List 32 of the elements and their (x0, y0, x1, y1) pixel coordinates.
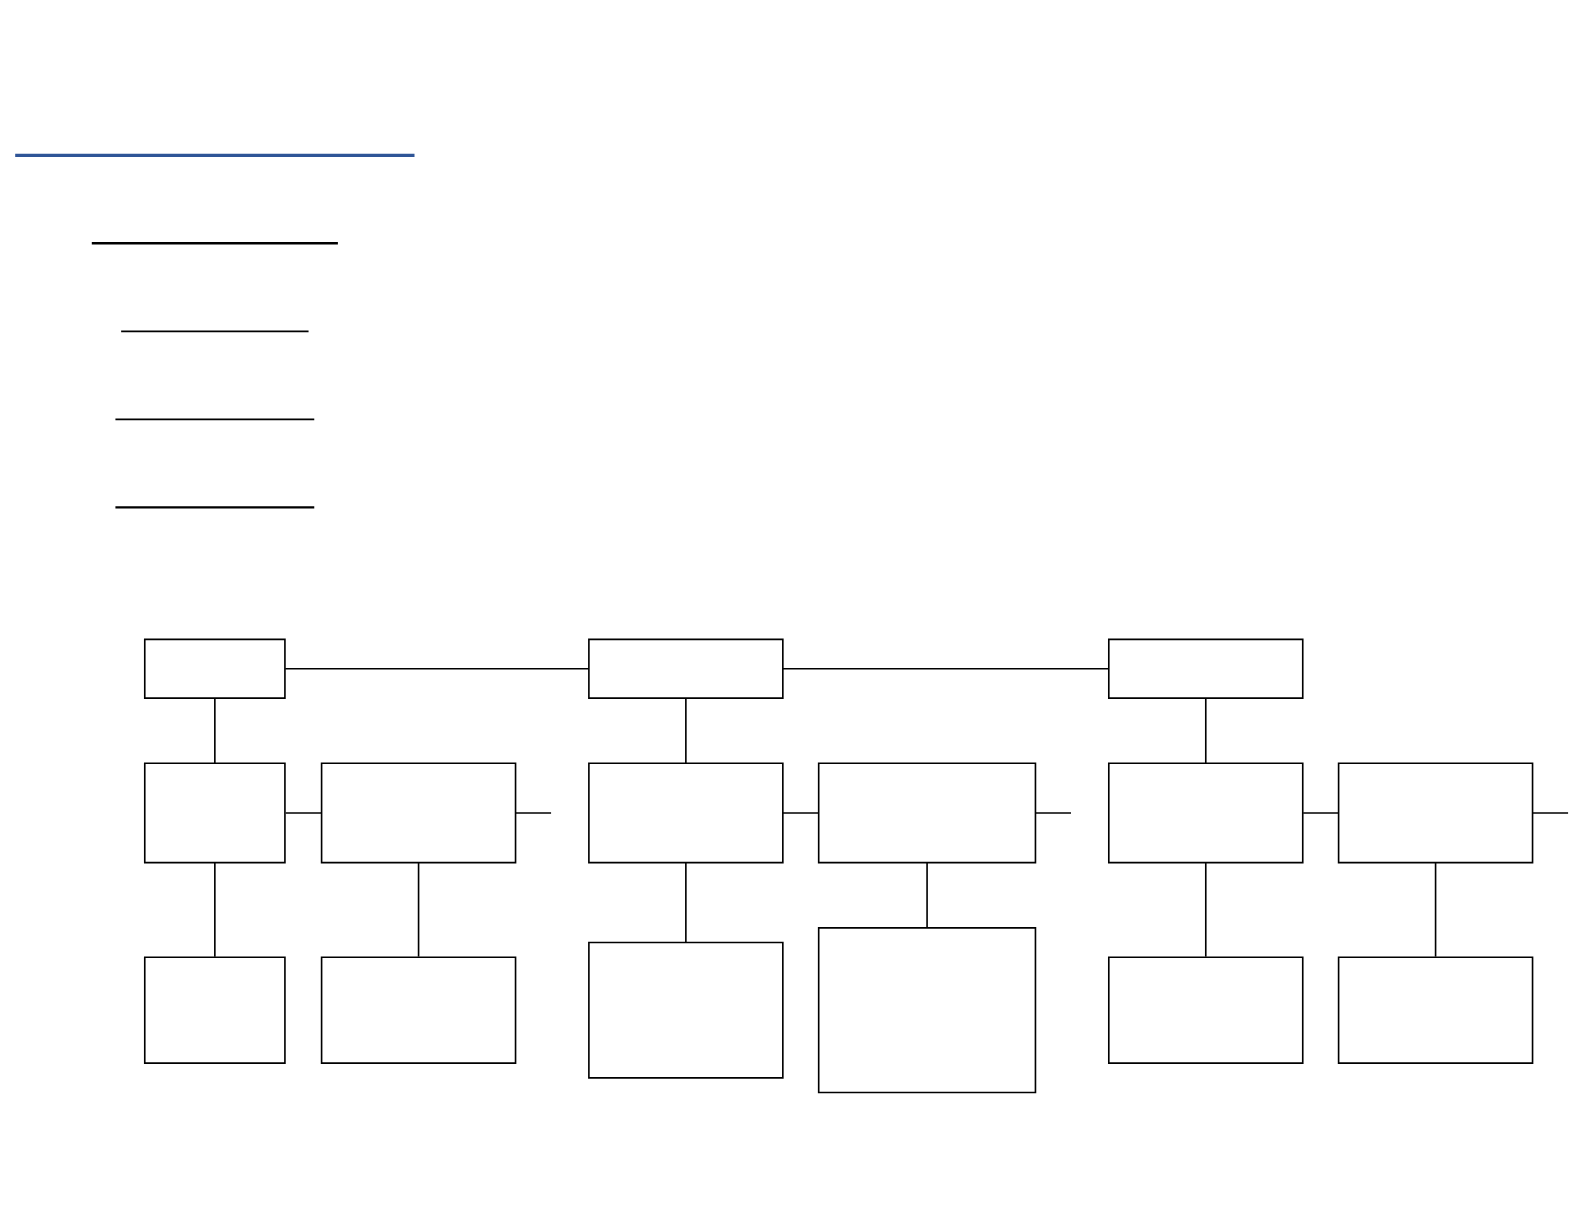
node-box (817, 762, 1037, 864)
node-box (1108, 638, 1304, 699)
connector (417, 862, 420, 958)
connector (1302, 812, 1340, 814)
connector (1204, 697, 1207, 764)
connector (214, 862, 216, 958)
node-box (1108, 762, 1304, 864)
connector (1035, 812, 1072, 814)
node-box (320, 956, 517, 1064)
connector (926, 862, 928, 929)
connector (782, 812, 820, 814)
node-box (143, 638, 286, 699)
node-box (1108, 956, 1304, 1064)
node-box (1337, 956, 1534, 1064)
node-box (588, 941, 784, 1079)
connector (284, 667, 590, 670)
connector (782, 667, 1110, 670)
connector (214, 697, 216, 764)
node-box (588, 762, 784, 864)
node-box (588, 638, 784, 699)
connector (1434, 862, 1437, 958)
connector (284, 812, 323, 814)
node-box (143, 762, 286, 864)
node-box (143, 956, 286, 1064)
node-box (817, 927, 1037, 1094)
node-box (320, 762, 517, 864)
connector (1204, 862, 1207, 958)
node-box (1337, 762, 1534, 864)
connector (685, 697, 687, 764)
connector (685, 862, 687, 944)
connector (514, 812, 552, 814)
connector (1531, 812, 1569, 814)
